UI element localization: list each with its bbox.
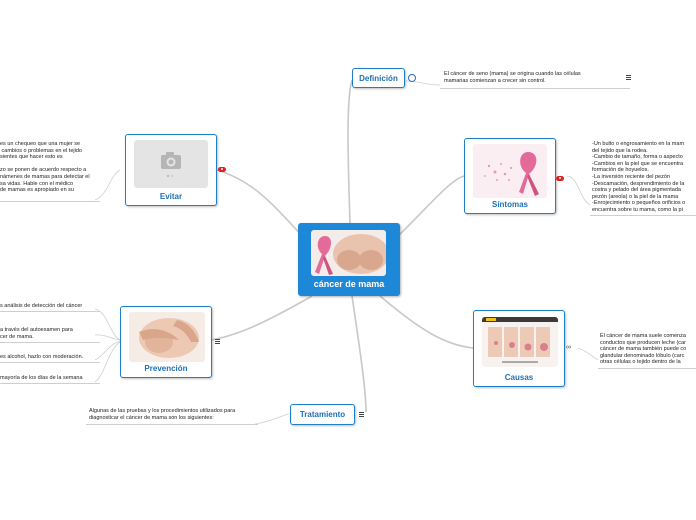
branch-definicion-label: Definición xyxy=(359,73,398,83)
central-topic[interactable]: cáncer de mama xyxy=(298,223,400,296)
sintomas-note: -Un bulto o engrosamiento en la mam del … xyxy=(592,141,686,213)
evitar-note: es un chequeo que una mujer se cambios o… xyxy=(0,141,90,194)
branch-prevencion-label: Prevención xyxy=(144,364,188,373)
central-title: cáncer de mama xyxy=(313,279,385,289)
prevencion-note-1: s análisis de detección del cáncer xyxy=(0,303,83,309)
branch-tratamiento-label: Tratamiento xyxy=(299,410,346,419)
link-causas xyxy=(379,295,474,349)
breast-cancer-stages-image xyxy=(482,317,558,367)
notes-icon[interactable] xyxy=(215,339,220,344)
pink-ribbon-breast-image xyxy=(311,230,386,276)
prevencion-note-3: es alcohol, hazlo con moderación. xyxy=(0,354,84,360)
branch-causas-label: Causas xyxy=(504,373,534,382)
definicion-note: El cáncer de seno (mama) se origina cuan… xyxy=(444,71,581,84)
branch-tratamiento[interactable]: Tratamiento xyxy=(290,404,355,425)
causas-note: El cáncer de mama suele comenza conducto… xyxy=(600,333,687,366)
link-prevencion xyxy=(210,295,313,341)
camera-placeholder-icon xyxy=(134,140,208,188)
link-tratamiento xyxy=(351,295,367,413)
branch-sintomas[interactable]: Síntomas xyxy=(464,138,556,214)
pink-ribbon-image xyxy=(473,144,547,198)
branch-definicion[interactable]: Definición xyxy=(352,68,405,88)
hands-on-breast-image xyxy=(129,312,205,362)
prevencion-note-4: mayoría de los días de la semana xyxy=(0,375,83,381)
notes-icon[interactable] xyxy=(626,75,631,80)
link-evitar xyxy=(216,169,303,237)
alert-icon[interactable] xyxy=(556,176,564,181)
branch-evitar[interactable]: Evitar xyxy=(125,134,217,206)
tratamiento-note: Algunas de las pruebas y los procedimien… xyxy=(89,408,236,421)
globe-icon[interactable] xyxy=(408,74,416,82)
alert-icon[interactable] xyxy=(218,167,226,172)
branch-causas[interactable]: Causas xyxy=(473,310,565,387)
link-definicion xyxy=(347,79,353,224)
branch-evitar-label: Evitar xyxy=(159,192,183,201)
branch-sintomas-label: Síntomas xyxy=(491,200,528,209)
branch-prevencion[interactable]: Prevención xyxy=(120,306,212,378)
notes-icon[interactable] xyxy=(359,412,364,417)
link-chain-icon[interactable]: ∞ xyxy=(566,344,571,351)
prevencion-note-2: a través del autoexamen para cer de mama… xyxy=(0,327,73,340)
link-sintomas xyxy=(397,175,465,237)
